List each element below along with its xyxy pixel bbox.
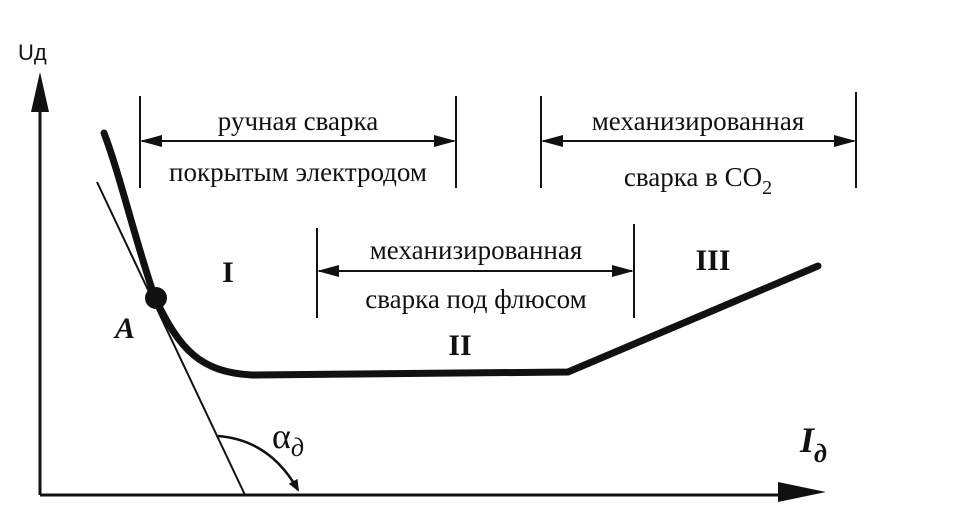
- range-submerged-line1: механизированная: [370, 235, 583, 265]
- angle-arc: [217, 434, 300, 492]
- range-co2-line2-main: сварка в CO: [624, 162, 762, 192]
- x-axis-label-main: I: [799, 420, 816, 460]
- point-a-label: A: [113, 312, 135, 345]
- tangent-line: [96, 181, 246, 496]
- region-1-label: I: [222, 256, 234, 289]
- y-axis-arrow: [31, 72, 49, 112]
- range-submerged-line2: сварка под флюсом: [365, 284, 586, 314]
- region-3-label: III: [695, 244, 730, 277]
- x-axis-arrow: [778, 482, 826, 502]
- angle-subscript: д: [291, 433, 304, 462]
- axes: [31, 72, 826, 502]
- x-axis-label: Iд: [799, 420, 827, 468]
- range-manual-welding: ручная сварка покрытым электродом: [139, 96, 457, 188]
- range-manual-line1: ручная сварка: [218, 106, 378, 136]
- y-axis-label: Uд: [18, 40, 47, 65]
- range-co2-welding: механизированная сварка в CO2: [540, 92, 857, 199]
- range-manual-line2: покрытым электродом: [169, 157, 427, 187]
- region-2-label: II: [448, 329, 471, 362]
- range-co2-line2: сварка в CO2: [624, 162, 772, 199]
- range-co2-line1: механизированная: [592, 106, 805, 136]
- angle-label: αд: [272, 416, 304, 462]
- range-co2-line2-sub: 2: [762, 177, 772, 199]
- point-a-marker: [145, 287, 167, 309]
- angle-symbol: α: [272, 416, 291, 456]
- x-axis-label-sub: д: [814, 439, 827, 468]
- svg-text:αд: αд: [272, 416, 304, 462]
- svg-text:Iд: Iд: [799, 420, 827, 468]
- range-submerged-welding: механизированная сварка под флюсом: [316, 224, 635, 318]
